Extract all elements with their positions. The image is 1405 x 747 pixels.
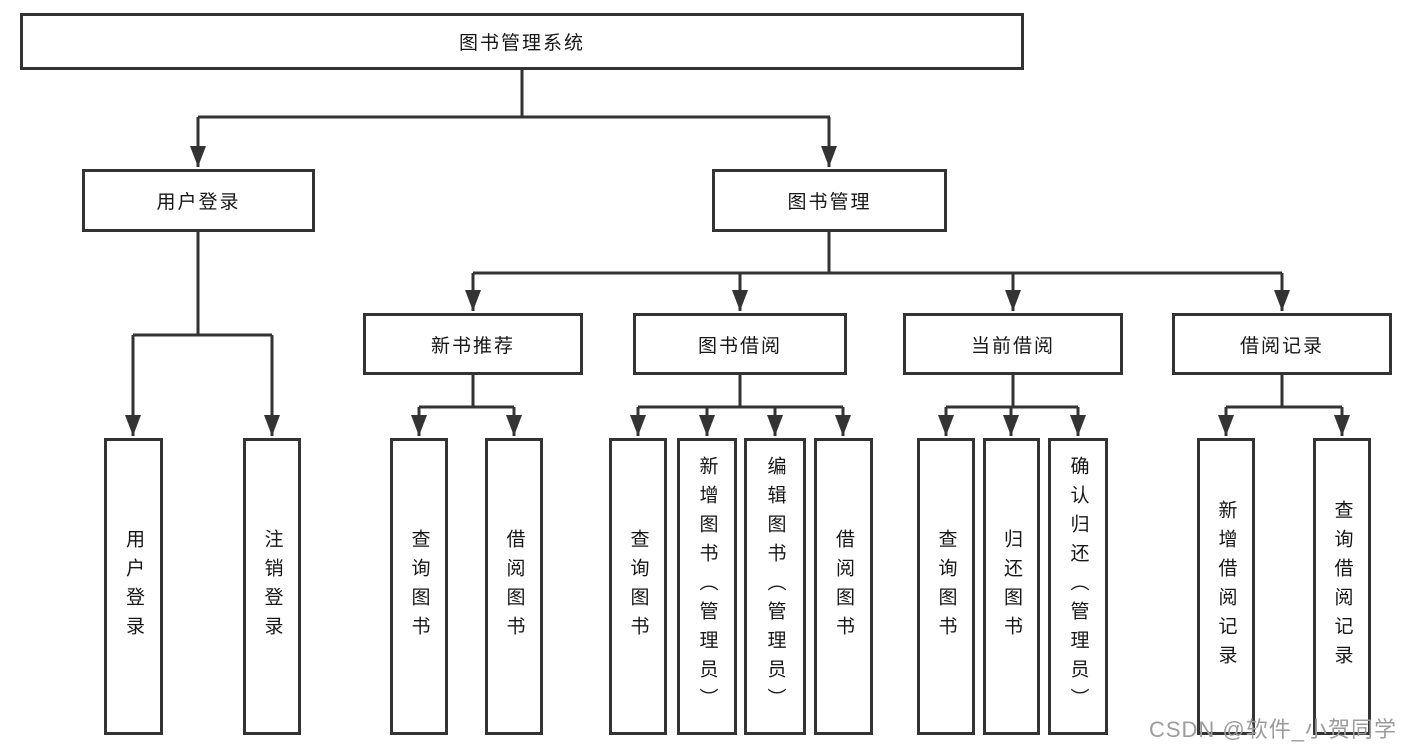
- leaf-recommend-query-book: 查询图书: [390, 438, 448, 735]
- arrow-segments: [125, 117, 1350, 436]
- node-new-book-recommend-label: 新书推荐: [430, 335, 515, 357]
- leaf-borrow-query-book: 查询图书: [609, 438, 667, 735]
- leaf-add-borrow-record: 新增借阅记录: [1197, 438, 1255, 735]
- leaf-borrow-book-label: 借阅图书: [833, 528, 854, 645]
- node-user-login-label: 用户登录: [156, 192, 241, 213]
- csdn-watermark: CSDN @软件_小贺同学: [1148, 717, 1397, 742]
- node-book-borrow: 图书借阅: [633, 313, 847, 375]
- leaf-edit-book-admin: 编辑图书（管理员）: [744, 438, 806, 735]
- leaf-current-query-book-label: 查询图书: [935, 528, 957, 645]
- node-book-borrow-label: 图书借阅: [697, 335, 782, 357]
- node-current-borrow-label: 当前借阅: [970, 335, 1055, 357]
- leaf-logout: 注销登录: [243, 438, 301, 735]
- plain-segments: [133, 70, 1342, 409]
- leaf-add-book-admin-label: 新增图书（管理员）: [696, 456, 718, 717]
- node-book-management: 图书管理: [712, 169, 947, 232]
- node-new-book-recommend: 新书推荐: [363, 313, 583, 375]
- leaf-query-borrow-record-label: 查询借阅记录: [1331, 499, 1353, 674]
- leaf-add-book-admin: 新增图书（管理员）: [677, 438, 737, 735]
- leaf-confirm-return-admin: 确认归还（管理员）: [1048, 438, 1108, 735]
- leaf-recommend-query-book-label: 查询图书: [408, 528, 430, 645]
- leaf-recommend-borrow-book: 借阅图书: [485, 438, 543, 735]
- leaf-return-book-label: 归还图书: [1001, 528, 1022, 645]
- leaf-borrow-book: 借阅图书: [814, 438, 873, 735]
- leaf-borrow-query-book-label: 查询图书: [627, 528, 649, 645]
- node-user-login: 用户登录: [82, 169, 315, 232]
- leaf-user-login-label: 用户登录: [123, 528, 144, 645]
- leaf-logout-label: 注销登录: [261, 528, 283, 645]
- leaf-current-query-book: 查询图书: [917, 438, 975, 735]
- leaf-return-book: 归还图书: [983, 438, 1040, 735]
- leaf-edit-book-admin-label: 编辑图书（管理员）: [764, 456, 786, 717]
- leaf-query-borrow-record: 查询借阅记录: [1313, 438, 1371, 735]
- node-root-system-label: 图书管理系统: [458, 33, 585, 54]
- leaf-user-login: 用户登录: [104, 438, 163, 735]
- leaf-add-borrow-record-label: 新增借阅记录: [1215, 499, 1237, 674]
- node-borrow-records: 借阅记录: [1172, 313, 1392, 375]
- node-book-management-label: 图书管理: [787, 192, 872, 213]
- node-current-borrow: 当前借阅: [903, 313, 1123, 375]
- leaf-confirm-return-admin-label: 确认归还（管理员）: [1067, 456, 1089, 717]
- leaf-recommend-borrow-book-label: 借阅图书: [503, 528, 525, 645]
- node-root-system: 图书管理系统: [20, 13, 1024, 70]
- node-borrow-records-label: 借阅记录: [1239, 335, 1324, 357]
